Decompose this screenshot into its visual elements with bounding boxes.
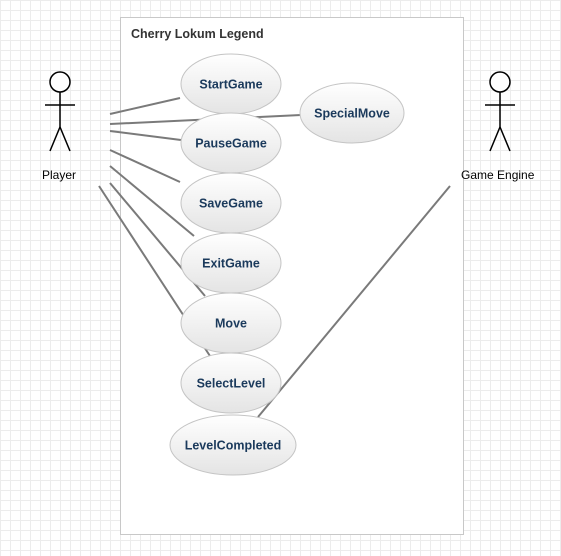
use-case-exitgame[interactable]: ExitGame (180, 232, 282, 294)
use-case-label: SelectLevel (197, 377, 266, 391)
use-case-savegame[interactable]: SaveGame (180, 172, 282, 234)
use-case-label: SaveGame (199, 197, 263, 211)
use-case-move[interactable]: Move (180, 292, 282, 354)
use-case-startgame[interactable]: StartGame (180, 53, 282, 115)
use-case-pausegame[interactable]: PauseGame (180, 112, 282, 174)
assoc-player-pausegame[interactable] (109, 130, 182, 141)
use-case-label: ExitGame (202, 257, 260, 271)
use-case-label: PauseGame (195, 137, 267, 151)
use-case-label: StartGame (199, 78, 262, 92)
actor-head (49, 71, 71, 93)
system-boundary (120, 17, 464, 535)
assoc-player-exitgame[interactable] (109, 165, 195, 237)
assoc-player-startgame[interactable] (109, 97, 181, 115)
actor-label-game-engine: Game Engine (461, 168, 535, 182)
actor-player[interactable] (45, 71, 75, 152)
use-case-selectlevel[interactable]: SelectLevel (180, 352, 282, 414)
use-case-label: SpecialMove (314, 107, 390, 121)
assoc-player-savegame[interactable] (109, 149, 181, 183)
actor-head (489, 71, 511, 93)
actor-game-engine[interactable] (485, 71, 515, 152)
system-title: Cherry Lokum Legend (131, 27, 264, 41)
assoc-engine-levelcompleted[interactable] (257, 185, 451, 418)
use-case-label: Move (215, 317, 247, 331)
use-case-specialmove[interactable]: SpecialMove (299, 82, 405, 144)
use-case-levelcompleted[interactable]: LevelCompleted (169, 414, 297, 476)
actor-label-player: Player (42, 168, 77, 182)
use-case-label: LevelCompleted (185, 439, 282, 453)
